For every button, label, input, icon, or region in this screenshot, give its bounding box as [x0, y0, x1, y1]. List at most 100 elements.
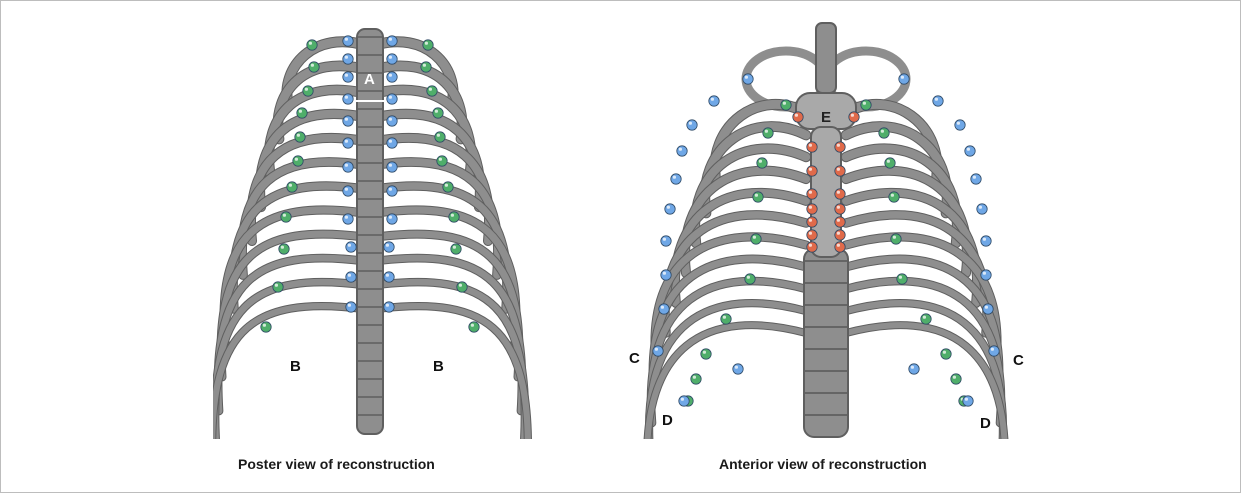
label-c-right: C	[1013, 352, 1024, 369]
spine	[804, 249, 848, 437]
marker-blue-right-highlight	[935, 98, 938, 101]
marker-green-left	[781, 100, 791, 110]
marker-blue-left	[677, 146, 687, 156]
marker-blue-right	[387, 72, 397, 82]
marker-green-right-highlight	[439, 158, 442, 161]
marker-green-left-highlight	[783, 102, 786, 105]
marker-green-right-highlight	[953, 376, 956, 379]
marker-green-left-highlight	[747, 276, 750, 279]
marker-blue-left-highlight	[681, 398, 684, 401]
marker-green-right	[951, 374, 961, 384]
marker-blue-left-highlight	[345, 188, 348, 191]
marker-green-left-highlight	[305, 88, 308, 91]
marker-blue-left-highlight	[663, 238, 666, 241]
marker-red-highlight	[851, 114, 854, 117]
marker-green-left-highlight	[263, 324, 266, 327]
marker-red-highlight	[809, 144, 812, 147]
marker-green-left	[281, 212, 291, 222]
marker-green-right	[449, 212, 459, 222]
marker-blue-left	[687, 120, 697, 130]
marker-blue-left-highlight	[689, 122, 692, 125]
marker-green-left	[763, 128, 773, 138]
marker-green-right-highlight	[923, 316, 926, 319]
marker-blue-left	[343, 186, 353, 196]
marker-green-right-highlight	[891, 194, 894, 197]
marker-green-right	[879, 128, 889, 138]
marker-red-highlight	[809, 232, 812, 235]
marker-blue-right	[981, 270, 991, 280]
marker-blue-right	[387, 36, 397, 46]
marker-red	[835, 204, 845, 214]
label-b-right: B	[433, 358, 444, 375]
marker-green-right-highlight	[899, 276, 902, 279]
marker-red	[807, 204, 817, 214]
marker-blue-right-highlight	[389, 140, 392, 143]
marker-blue-right	[977, 204, 987, 214]
marker-blue-right	[384, 302, 394, 312]
marker-blue-left-highlight	[679, 148, 682, 151]
marker-green-left-highlight	[283, 214, 286, 217]
marker-green-right	[433, 108, 443, 118]
marker-blue-left-highlight	[348, 274, 351, 277]
marker-blue-left	[671, 174, 681, 184]
marker-blue-right	[989, 346, 999, 356]
marker-blue-right-highlight	[386, 274, 389, 277]
marker-green-left-highlight	[281, 246, 284, 249]
marker-green-right	[897, 274, 907, 284]
marker-blue-right-highlight	[983, 238, 986, 241]
marker-green-right	[941, 349, 951, 359]
label-d-left: D	[662, 412, 673, 429]
marker-red	[835, 230, 845, 240]
marker-green-left	[751, 234, 761, 244]
marker-green-right	[423, 40, 433, 50]
marker-blue-right	[387, 54, 397, 64]
marker-red-highlight	[809, 168, 812, 171]
label-d-right: D	[980, 415, 991, 432]
label-b-left: B	[290, 358, 301, 375]
marker-blue-left	[343, 94, 353, 104]
marker-green-left-highlight	[753, 236, 756, 239]
marker-green-left	[261, 322, 271, 332]
marker-blue-left-highlight	[345, 38, 348, 41]
marker-blue-left	[665, 204, 675, 214]
marker-blue-left-highlight	[667, 206, 670, 209]
marker-blue-right	[384, 242, 394, 252]
marker-green-left	[279, 244, 289, 254]
marker-blue-left	[343, 116, 353, 126]
caption-posterior: Poster view of reconstruction	[238, 456, 435, 472]
marker-green-left-highlight	[755, 194, 758, 197]
marker-green-left-highlight	[299, 110, 302, 113]
marker-blue-left	[343, 36, 353, 46]
marker-green-left-highlight	[295, 158, 298, 161]
marker-blue-right	[909, 364, 919, 374]
marker-blue-left-highlight	[745, 76, 748, 79]
marker-red-highlight	[837, 219, 840, 222]
marker-blue-right	[384, 272, 394, 282]
marker-red-highlight	[837, 206, 840, 209]
upper-spine	[816, 23, 836, 93]
marker-green-right	[421, 62, 431, 72]
marker-blue-right	[983, 304, 993, 314]
marker-blue-left	[733, 364, 743, 374]
marker-blue-right-highlight	[389, 188, 392, 191]
marker-red	[807, 242, 817, 252]
marker-green-left-highlight	[723, 316, 726, 319]
marker-green-left-highlight	[309, 42, 312, 45]
marker-green-right	[889, 192, 899, 202]
marker-blue-left-highlight	[345, 118, 348, 121]
posterior-ribcage-render	[213, 9, 543, 439]
marker-green-right-highlight	[863, 102, 866, 105]
label-a: A	[364, 71, 375, 88]
marker-blue-left-highlight	[661, 306, 664, 309]
marker-green-right	[427, 86, 437, 96]
marker-red	[807, 142, 817, 152]
marker-green-right-highlight	[471, 324, 474, 327]
marker-blue-right-highlight	[973, 176, 976, 179]
marker-red-highlight	[837, 232, 840, 235]
marker-blue-right-highlight	[991, 348, 994, 351]
marker-red	[849, 112, 859, 122]
marker-green-right	[457, 282, 467, 292]
marker-blue-left-highlight	[655, 348, 658, 351]
marker-blue-left-highlight	[345, 164, 348, 167]
marker-green-left	[293, 156, 303, 166]
